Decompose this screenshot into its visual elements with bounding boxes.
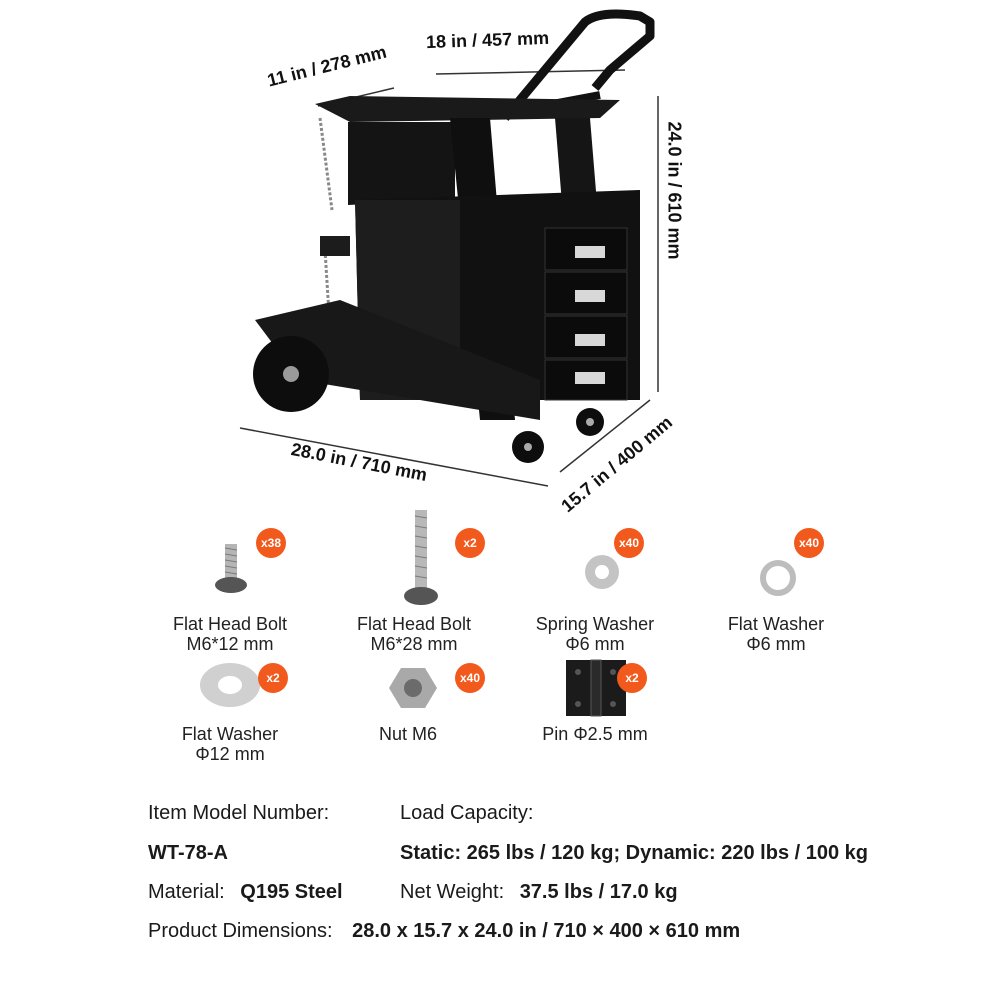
part-spec: M6*12 mm — [186, 634, 274, 654]
part-name: Spring Washer — [535, 614, 655, 634]
qty-badge: x40 — [614, 528, 644, 558]
flat-washer-small-icon — [760, 560, 796, 596]
weight-row: Net Weight: 37.5 lbs / 17.0 kg — [400, 881, 678, 904]
material-value: Q195 Steel — [240, 881, 343, 903]
dimension-width-top: 18 in / 457 mm — [425, 27, 550, 53]
part-spec: M6*28 mm — [370, 634, 458, 654]
qty-badge: x2 — [258, 663, 288, 693]
material-label: Material: — [148, 881, 225, 903]
dimensions-label: Product Dimensions: — [148, 920, 333, 942]
welding-cart-image — [239, 9, 659, 487]
weight-value: 37.5 lbs / 17.0 kg — [519, 881, 678, 903]
part-label-hex-nut: Nut M6 — [328, 724, 488, 744]
bolt-long-icon — [404, 510, 438, 605]
bolt-short-icon — [215, 544, 247, 593]
part-spec: Φ12 mm — [195, 744, 265, 764]
hinge-icon — [566, 659, 626, 717]
load-value: Static: 265 lbs / 120 kg; Dynamic: 220 l… — [400, 842, 868, 864]
part-name: Flat Head Bolt — [172, 614, 288, 634]
material-row: Material: Q195 Steel — [148, 881, 343, 904]
qty-badge: x40 — [455, 663, 485, 693]
part-spec: Φ6 mm — [746, 634, 806, 654]
qty-badge: x2 — [455, 528, 485, 558]
part-name: Flat Washer — [727, 614, 825, 634]
qty-badge: x40 — [794, 528, 824, 558]
load-label: Load Capacity: — [400, 802, 534, 824]
part-label-spring-washer: Spring Washer Φ6 mm — [515, 614, 675, 654]
part-label-flat-washer-large: Flat Washer Φ12 mm — [150, 724, 310, 764]
part-label-bolt-short: Flat Head Bolt M6*12 mm — [150, 614, 310, 654]
hex-nut-icon — [389, 668, 437, 708]
part-label-bolt-long: Flat Head Bolt M6*28 mm — [334, 614, 494, 654]
model-value: WT-78-A — [148, 842, 228, 864]
part-name: Flat Head Bolt — [356, 614, 472, 634]
flat-washer-large-icon — [200, 663, 260, 707]
part-name: Flat Washer — [181, 724, 279, 744]
part-label-flat-washer-small: Flat Washer Φ6 mm — [696, 614, 856, 654]
qty-badge: x2 — [617, 663, 647, 693]
dimension-height: 24.0 in / 610 mm — [664, 121, 685, 260]
spring-washer-icon — [585, 555, 619, 589]
part-label-hinge: Pin Φ2.5 mm — [515, 724, 675, 744]
part-spec: Φ6 mm — [565, 634, 625, 654]
model-label: Item Model Number: — [148, 802, 330, 824]
dimensions-row: Product Dimensions: 28.0 x 15.7 x 24.0 i… — [148, 920, 740, 943]
part-name: Nut M6 — [378, 724, 438, 744]
part-name: Pin Φ2.5 mm — [542, 724, 648, 744]
qty-badge: x38 — [256, 528, 286, 558]
dimensions-value: 28.0 x 15.7 x 24.0 in / 710 × 400 × 610 … — [352, 920, 741, 942]
weight-label: Net Weight: — [400, 881, 505, 903]
